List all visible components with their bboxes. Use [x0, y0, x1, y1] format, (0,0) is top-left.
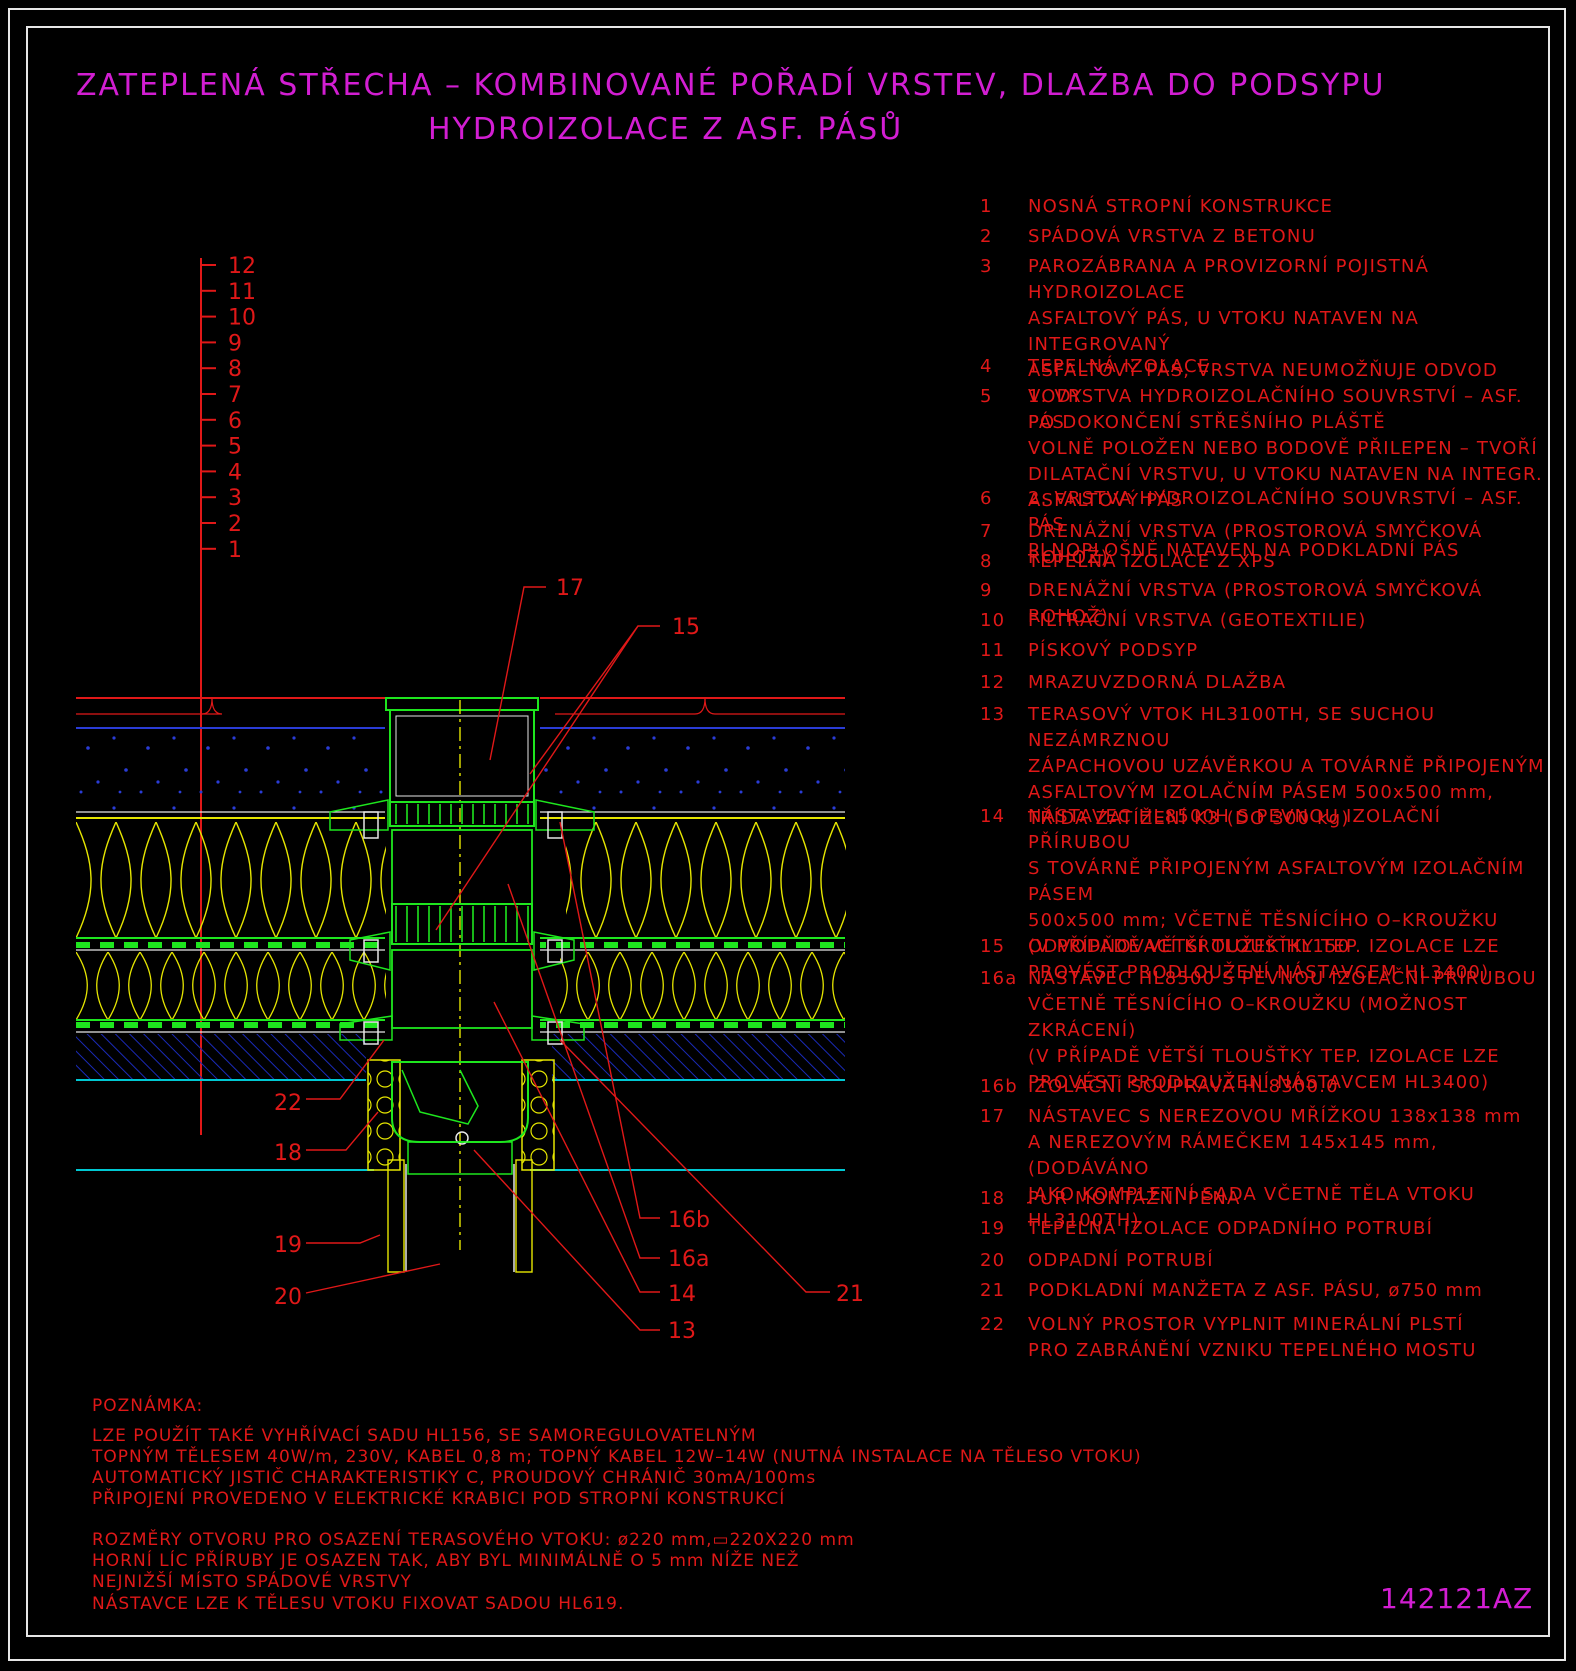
legend-text: TEPELNÁ IZOLACE Z XPS — [1028, 551, 1276, 572]
layer-tick-label-8: 8 — [228, 357, 242, 382]
note-block-opening: ROZMĚRY OTVORU PRO OSAZENÍ TERASOVÉHO VT… — [92, 1530, 855, 1592]
legend-number: 20 — [980, 1250, 1006, 1271]
layer-tick-label-5: 5 — [228, 435, 242, 460]
legend-text: NÁSTAVEC HL8500 S PEVNOU IZOLAČNÍ PŘÍRUB… — [1028, 968, 1537, 1093]
layer-stack-left — [76, 697, 386, 1171]
outer-frame — [8, 8, 1566, 1661]
legend-number: 3 — [980, 256, 993, 277]
legend-text: IZOLAČNÍ SOUPRAVA HL8300.0 — [1028, 1076, 1339, 1097]
legend-text: ODPADNÍ POTRUBÍ — [1028, 1250, 1214, 1271]
legend-text: PODKLADNÍ MANŽETA Z ASF. PÁSU, ø750 mm — [1028, 1280, 1483, 1301]
legend-text: PUR MONTÁŽNÍ PĚNA — [1028, 1188, 1241, 1209]
legend-text: VOLNÝ PROSTOR VYPLNIT MINERÁLNÍ PLSTÍ PR… — [1028, 1314, 1477, 1361]
drawing-code: 142121AZ — [1380, 1582, 1534, 1615]
callout-leaders — [305, 586, 830, 1331]
legend-text: SPÁDOVÁ VRSTVA Z BETONU — [1028, 226, 1316, 247]
layer-tick-label-11: 11 — [228, 280, 256, 305]
callout-15: 15 — [672, 615, 700, 640]
legend-text: TEPELNÁ IZOLACE — [1028, 356, 1211, 377]
legend-number: 5 — [980, 386, 993, 407]
legend-number: 14 — [980, 806, 1006, 827]
layer-tick-label-9: 9 — [228, 331, 242, 356]
note-heading: POZNÁMKA: — [92, 1396, 204, 1416]
legend-number: 15 — [980, 936, 1006, 957]
drawing-title-line2: HYDROIZOLACE Z ASF. PÁSŮ — [428, 112, 904, 147]
callout-18: 18 — [274, 1141, 302, 1166]
callout-22: 22 — [274, 1091, 302, 1116]
legend-number: 16a — [980, 968, 1018, 989]
callout-16b: 16b — [668, 1208, 710, 1233]
legend-text: DRENÁŽNÍ VRSTVA (PROSTOROVÁ SMYČKOVÁ ROH… — [1028, 580, 1483, 627]
legend-number: 19 — [980, 1218, 1006, 1239]
legend-number: 13 — [980, 704, 1006, 725]
note-block-heating: LZE POUŽÍT TAKÉ VYHŘÍVACÍ SADU HL156, SE… — [92, 1426, 1142, 1509]
layer-tick-label-12: 12 — [228, 254, 256, 279]
layer-tick-label-1: 1 — [228, 538, 242, 563]
legend-number: 9 — [980, 580, 993, 601]
legend-number: 17 — [980, 1106, 1006, 1127]
legend-number: 18 — [980, 1188, 1006, 1209]
legend-number: 1 — [980, 196, 993, 217]
legend-number: 21 — [980, 1280, 1006, 1301]
legend-text: MRAZUVZDORNÁ DLAŽBA — [1028, 672, 1287, 693]
legend-text: ODVODŇOVACÍ KROUŽEK HL150 — [1028, 936, 1351, 957]
layer-tick-label-2: 2 — [228, 512, 242, 537]
legend-number: 11 — [980, 640, 1006, 661]
layer-tick-label-7: 7 — [228, 383, 242, 408]
legend-text: NÁSTAVEC S NEREZOVOU MŘÍŽKOU 138x138 mm … — [1028, 1106, 1522, 1231]
layer-stack-right — [530, 697, 846, 1171]
legend-text: 1. VRSTVA HYDROIZOLAČNÍHO SOUVRSTVÍ – AS… — [1028, 386, 1543, 511]
legend-number: 16b — [980, 1076, 1018, 1097]
callout-labels: 17 15 22 18 19 20 16b 16a 14 13 21 — [274, 576, 864, 1344]
inner-frame — [26, 26, 1550, 1637]
callout-17: 17 — [556, 576, 584, 601]
legend-text: PÍSKOVÝ PODSYP — [1028, 640, 1199, 661]
layer-tick-label-4: 4 — [228, 460, 242, 485]
callout-20: 20 — [274, 1285, 302, 1310]
drain-assembly — [329, 697, 595, 1273]
callout-14: 14 — [668, 1282, 696, 1307]
legend-text: FILTRAČNÍ VRSTVA (GEOTEXTILIE) — [1028, 610, 1367, 631]
legend-text: TERASOVÝ VTOK HL3100TH, SE SUCHOU NEZÁMR… — [1028, 704, 1545, 829]
legend-text: 2. VRSTVA HYDROIZOLAČNÍHO SOUVRSTVÍ – AS… — [1028, 488, 1523, 561]
layer-tick-label-10: 10 — [228, 306, 256, 331]
legend-number: 10 — [980, 610, 1006, 631]
layer-tick-label-3: 3 — [228, 486, 242, 511]
layer-tick-label-6: 6 — [228, 409, 242, 434]
callout-13: 13 — [668, 1319, 696, 1344]
legend-text: DRENÁŽNÍ VRSTVA (PROSTOROVÁ SMYČKOVÁ ROH… — [1028, 521, 1483, 568]
callout-19: 19 — [274, 1233, 302, 1258]
drawing-title-line1: ZATEPLENÁ STŘECHA – KOMBINOVANÉ POŘADÍ V… — [76, 68, 1386, 103]
legend-number: 8 — [980, 551, 993, 572]
legend-number: 4 — [980, 356, 993, 377]
legend-number: 6 — [980, 488, 993, 509]
legend-number: 2 — [980, 226, 993, 247]
callout-16a: 16a — [668, 1247, 709, 1272]
callout-21: 21 — [836, 1282, 864, 1307]
legend-text: NÁSTAVEC HL8500H S PEVNOU IZOLAČNÍ PŘÍRU… — [1028, 806, 1525, 983]
legend-number: 7 — [980, 521, 993, 542]
legend-text: PAROZÁBRANA A PROVIZORNÍ POJISTNÁ HYDROI… — [1028, 256, 1498, 433]
legend-number: 12 — [980, 672, 1006, 693]
legend-text: TEPELNÁ IZOLACE ODPADNÍHO POTRUBÍ — [1028, 1218, 1434, 1239]
legend-text: NOSNÁ STROPNÍ KONSTRUKCE — [1028, 196, 1334, 217]
legend-number: 22 — [980, 1314, 1006, 1335]
note-block-fixing: NÁSTAVCE LZE K TĚLESU VTOKU FIXOVAT SADO… — [92, 1594, 625, 1614]
